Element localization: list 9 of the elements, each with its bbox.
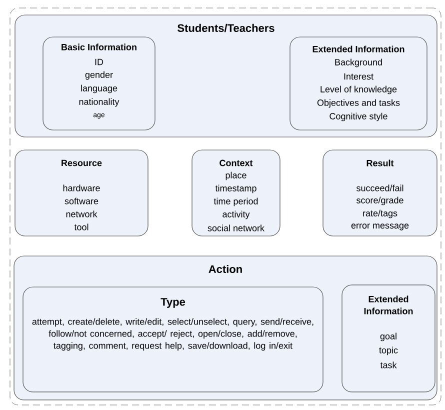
dashed-frame — [10, 8, 442, 406]
category-box: Resource hardware software network tool — [14, 150, 148, 236]
category-box: Result succeed/fail score/grade rate/tags error message — [322, 150, 438, 236]
category-box: Context place timestamp time period activity social network — [192, 150, 280, 236]
category-box: Extended Information Background Interest Level of knowledge Objectives and tasks Cognitive style — [290, 36, 428, 130]
section-heading: Action — [208, 264, 242, 274]
section-heading: Students/Teachers — [178, 24, 274, 32]
category-box: Type attempt, create/delete, write/edit, select/unselect, query, send/receive, follow/not concerned, accept/ reject, open/close, add/remove, tagging, comment, request help, save/download, log in/exit — [22, 286, 324, 392]
category-box: Extended Information goal topic task — [342, 284, 436, 392]
